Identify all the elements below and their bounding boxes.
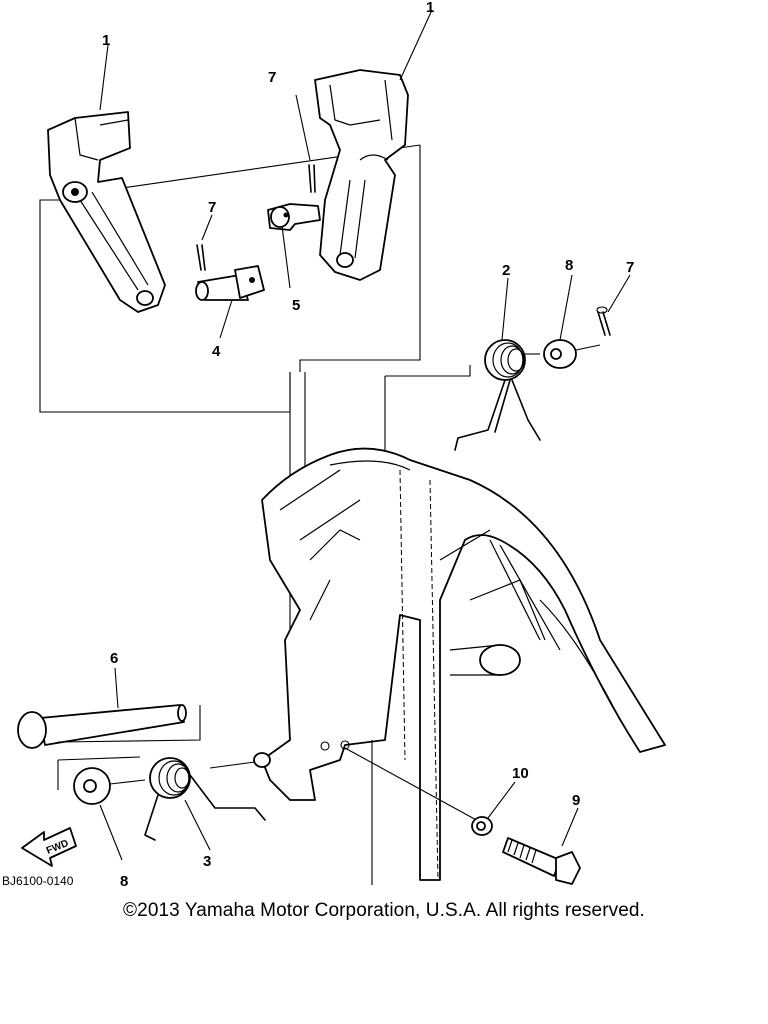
callout-2: 2	[502, 262, 510, 279]
callout-5: 5	[292, 297, 300, 314]
callout-10: 10	[512, 765, 529, 782]
pivot-pin-6	[17, 704, 187, 749]
group-frame-upper	[39, 199, 291, 413]
leader-1-left	[99, 44, 109, 111]
leader-3	[184, 799, 211, 851]
leader-4	[219, 299, 233, 339]
fwd-arrow-icon: FWD	[21, 827, 77, 867]
footrest-bracket-left	[47, 111, 166, 313]
clevis-pin-4	[195, 265, 265, 301]
drawing-code: BJ6100-0140	[2, 874, 74, 888]
cotter-pin-middle	[196, 244, 206, 271]
cotter-pin-upper	[308, 164, 316, 193]
torsion-spring-2	[454, 339, 541, 451]
leader-7-upper	[295, 94, 311, 161]
frame-spring-link	[385, 365, 471, 377]
washer-8-upper	[543, 339, 577, 369]
clevis-pin-5	[267, 203, 321, 231]
callout-7-right: 7	[626, 259, 634, 276]
bolt-9	[502, 837, 581, 885]
leader-10	[487, 781, 516, 819]
callout-8-lower: 8	[120, 873, 128, 890]
leader-7-middle	[201, 214, 213, 241]
group-frame-upper-right	[299, 145, 421, 372]
leader-5	[281, 225, 291, 289]
torsion-spring-3	[144, 757, 266, 841]
leader-1-right	[399, 9, 433, 81]
leader-7-right	[607, 274, 631, 313]
leader-washer-spring-lower	[109, 779, 146, 785]
callout-7-middle: 7	[208, 199, 216, 216]
copyright-notice: ©2013 Yamaha Motor Corporation, U.S.A. A…	[123, 900, 645, 921]
callout-3: 3	[203, 853, 211, 870]
pin-frame-top	[57, 705, 201, 743]
leader-8-upper	[559, 274, 573, 341]
leader-6	[114, 667, 119, 709]
leader-2	[501, 277, 509, 341]
cotter-pin-right	[596, 306, 611, 336]
leader-spring-frame	[209, 761, 256, 769]
callout-7-upper: 7	[268, 69, 276, 86]
callout-1-left: 1	[102, 32, 110, 49]
leader-washer-pin	[575, 344, 601, 351]
callout-8-upper: 8	[565, 257, 573, 274]
pin-frame-mid	[57, 756, 141, 761]
leader-9	[561, 807, 579, 847]
callout-4: 4	[212, 343, 221, 360]
nut-10	[471, 816, 493, 836]
leader-8-lower	[99, 804, 123, 861]
leader-bolt-axis	[344, 747, 481, 823]
footrest-bracket-right	[314, 69, 409, 281]
callout-6: 6	[110, 650, 118, 667]
callout-1-right: 1	[426, 0, 434, 16]
callout-9: 9	[572, 792, 580, 809]
swing-arm-frame	[253, 447, 666, 885]
washer-8-lower	[73, 767, 111, 805]
parts-diagram: FWD 1 1 7 7 7 5 4 2 8 6 10 9 8 3	[17, 0, 666, 890]
